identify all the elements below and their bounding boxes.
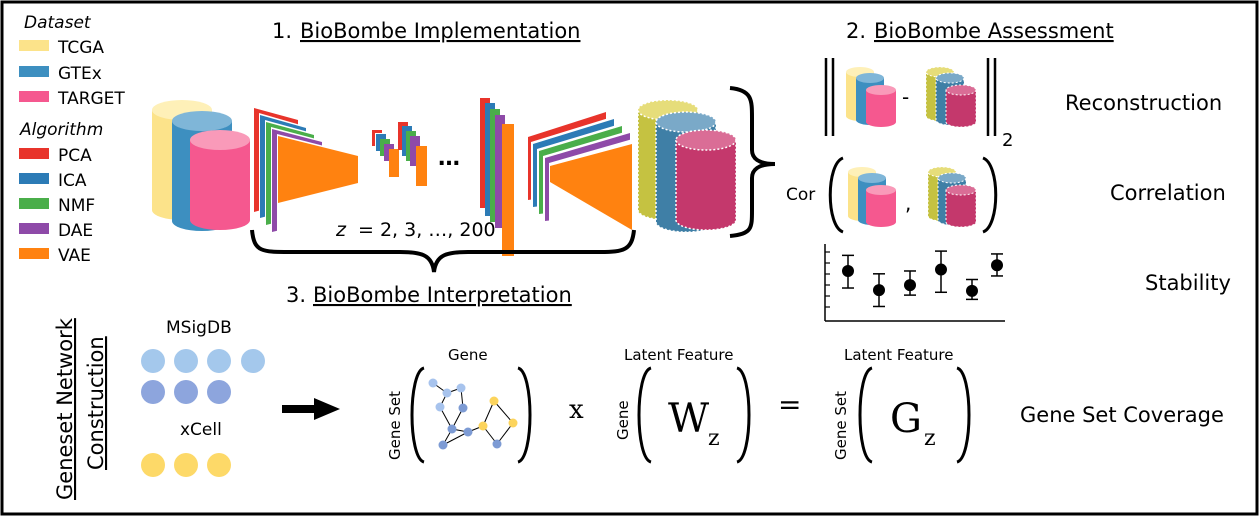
g-col-label: Latent Feature <box>844 346 954 364</box>
gene-network-graph <box>428 378 518 450</box>
reconstructed-data-cylinders <box>637 99 737 233</box>
bottom-brace <box>250 229 636 273</box>
legend: Dataset TCGA GTEx TARGET Algorithm PCA I… <box>19 13 125 266</box>
section3-title: BioBombe Interpretation <box>313 283 572 307</box>
g-symbol: G <box>890 396 922 442</box>
latent-layer-medium <box>398 122 427 186</box>
gtex-swatch <box>19 66 49 77</box>
section3-heading: 3. BioBombe Interpretation <box>286 283 572 307</box>
nmf-label: NMF <box>58 196 95 216</box>
reconstruction-label: Reconstruction <box>1065 91 1222 115</box>
xcell-label: xCell <box>180 420 222 440</box>
w-row-label: Gene <box>614 400 632 440</box>
stability-point <box>842 254 854 289</box>
nmf-swatch <box>19 198 49 209</box>
msigdb-circles <box>141 349 265 404</box>
algorithm-legend-title: Algorithm <box>19 120 103 140</box>
target-cylinder <box>190 130 250 230</box>
equals-sign: = <box>778 388 801 421</box>
network-left-bracket <box>410 366 425 464</box>
stability-label: Stability <box>1145 271 1231 295</box>
g-subscript: z <box>924 426 936 451</box>
stability-plot <box>824 244 1005 322</box>
tcga-label: TCGA <box>57 38 104 58</box>
correlation-expression: Cor , <box>786 156 998 234</box>
pca-label: PCA <box>58 146 92 166</box>
minus-sign: - <box>902 85 909 109</box>
msigdb-label: MSigDB <box>166 318 232 338</box>
ellipsis: … <box>438 146 460 171</box>
xcell-circles <box>141 453 231 477</box>
tcga-swatch <box>19 40 49 51</box>
multiply-sign: x <box>569 395 584 425</box>
network-right-bracket <box>517 366 532 464</box>
g-left-bracket <box>858 366 873 464</box>
z-variable: z <box>335 219 347 241</box>
w-col-label: Latent Feature <box>624 346 734 364</box>
norm-subscript: 2 <box>1002 130 1013 151</box>
w-subscript: z <box>708 426 720 451</box>
section1-title: BioBombe Implementation <box>300 19 580 43</box>
comma-sign: , <box>905 191 911 215</box>
g-right-bracket <box>956 366 971 464</box>
z-values: = 2, 3, …, 200 <box>358 219 496 241</box>
section2-number: 2. <box>846 19 866 43</box>
stability-point <box>935 250 947 294</box>
g-row-label: Gene Set <box>832 391 850 460</box>
dae-swatch <box>19 223 49 234</box>
section1-number: 1. <box>272 19 292 43</box>
stability-point <box>904 270 916 296</box>
target-swatch <box>19 91 49 102</box>
w-symbol: W <box>668 396 709 442</box>
vae-label: VAE <box>58 246 91 266</box>
stability-point <box>966 278 978 301</box>
decoder-stack <box>528 112 636 230</box>
correlation-label: Correlation <box>1110 181 1226 205</box>
section2-title: BioBombe Assessment <box>874 19 1114 43</box>
dataset-legend-title: Dataset <box>24 13 92 33</box>
latent-layer-large <box>480 98 514 256</box>
network-row-label: Gene Set <box>386 391 404 460</box>
latent-layer-small <box>372 130 399 177</box>
side-label-geneset-network: Geneset Network <box>53 317 77 500</box>
encoder-stack <box>254 108 358 237</box>
pca-swatch <box>19 148 49 159</box>
gene-set-coverage-label: Gene Set Coverage <box>1020 403 1224 427</box>
section1-heading: 1. BioBombe Implementation <box>272 19 580 43</box>
stability-point <box>873 273 885 308</box>
reconstruction-norm: - 2 <box>824 58 1013 151</box>
cor-label: Cor <box>786 185 815 205</box>
w-left-bracket <box>637 366 652 464</box>
side-label-construction: Construction <box>84 336 108 470</box>
section3-number: 3. <box>286 283 306 307</box>
vae-swatch <box>19 248 49 259</box>
gtex-label: GTEx <box>58 64 102 84</box>
target-label: TARGET <box>57 89 125 109</box>
right-brace <box>729 86 776 238</box>
w-right-bracket <box>736 366 751 464</box>
right-arrow-icon <box>282 398 340 420</box>
dae-label: DAE <box>58 221 93 241</box>
section2-heading: 2. BioBombe Assessment <box>846 19 1114 43</box>
stability-point <box>991 253 1003 277</box>
input-data-cylinders <box>152 100 250 231</box>
network-col-label: Gene <box>448 346 488 364</box>
ica-label: ICA <box>58 171 87 191</box>
ica-swatch <box>19 173 49 184</box>
